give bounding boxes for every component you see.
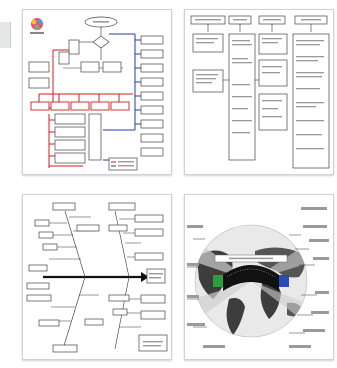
green-marker xyxy=(213,275,223,287)
flowchart-diagram xyxy=(28,16,164,171)
world-map-diagram xyxy=(187,207,329,348)
thumbnail-world-map[interactable] xyxy=(184,194,334,360)
column-chart-diagram xyxy=(190,15,330,169)
fishbone-diagram xyxy=(26,202,168,353)
side-panel-edge xyxy=(0,22,11,48)
thumbnail-flowchart[interactable] xyxy=(22,9,172,175)
thumbnail-column-chart[interactable] xyxy=(184,9,334,175)
thumbnail-fishbone[interactable] xyxy=(22,194,172,360)
blue-marker xyxy=(279,275,289,287)
